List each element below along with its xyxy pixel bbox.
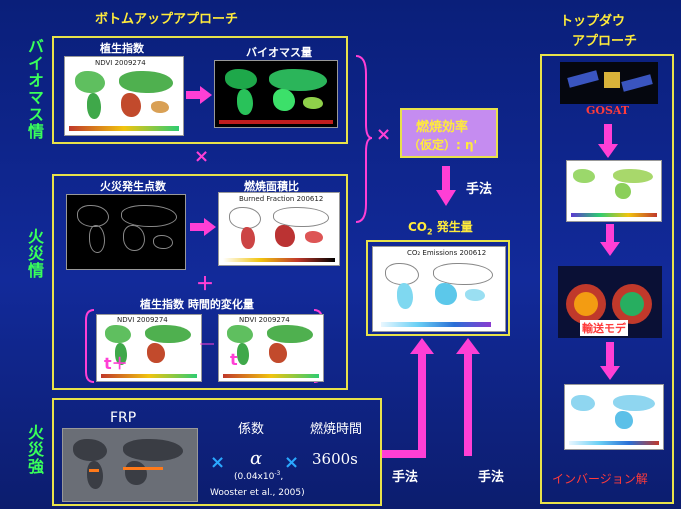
transport-down-arrow: [600, 342, 620, 380]
ndvi-map: NDVI 2009274: [64, 56, 184, 136]
burned-map: Burned Fraction 200612: [218, 192, 340, 266]
frp-map: [62, 428, 198, 502]
transport-label: 輸送モデ: [580, 320, 628, 336]
coef-value-exp: -3: [274, 470, 281, 477]
biomass-box: [52, 36, 348, 144]
inversion-label: インバージョン解: [552, 472, 648, 486]
gosat-image: [560, 62, 658, 104]
fire-intensity-side-label: 火災強: [25, 424, 44, 475]
biomass-label: バイオマス量: [246, 46, 312, 59]
co2-label-suffix: 発生量: [432, 220, 473, 234]
efficiency-box: 燃焼効率 （仮定）: η': [400, 108, 498, 158]
co2-label: CO2 発生量: [408, 218, 473, 236]
burned-arrow: [190, 218, 216, 236]
biomass-arrow: [186, 86, 212, 104]
method-up-arrows: [382, 338, 480, 458]
method-label-frp: 手法: [392, 470, 419, 485]
ndvi-t-caption: NDVI 2009274: [239, 316, 290, 324]
globe-icons: [566, 284, 652, 324]
right-brace: [355, 55, 373, 223]
gosat-down-arrow: [598, 124, 618, 158]
top-down-title-2: アプローチ: [572, 34, 638, 49]
method-label-topdown: 手法: [478, 470, 505, 485]
efficiency-line2: （仮定）: η': [408, 138, 478, 152]
burned-map-caption: Burned Fraction 200612: [239, 195, 324, 203]
satellite-icon: [560, 62, 658, 104]
co2-map-caption: CO₂ Emissions 200612: [407, 249, 487, 257]
top-down-box: [540, 54, 674, 504]
ndvi-map-t-plus: NDVI 2009274: [96, 314, 202, 382]
time-label: 燃焼時間: [310, 422, 363, 437]
coef-value-suffix: ,: [280, 472, 284, 482]
ndvi-map-caption: NDVI 2009274: [95, 59, 146, 67]
ndvi-label: 植生指数: [100, 42, 144, 55]
method-label-top: 手法: [466, 182, 493, 197]
ndvi-map-t: NDVI 2009274: [218, 314, 324, 382]
t-label: t: [230, 350, 238, 369]
co2-map: CO₂ Emissions 200612: [372, 246, 506, 332]
time-value: 3600s: [312, 450, 358, 468]
times-biomass-fire: ×: [194, 146, 210, 167]
minus-operator: ―: [200, 336, 214, 352]
coef-label: 係数: [238, 422, 265, 437]
inversion-map: [564, 384, 664, 450]
plus-operator: ＋: [196, 274, 214, 295]
fire-box: [52, 174, 348, 390]
veg-change-label: 植生指数 時間的変化量: [140, 298, 254, 311]
efficiency-line1: 燃焼効率: [416, 120, 469, 135]
obs-map: [566, 160, 662, 222]
coef-value-base: (0.04x10: [234, 472, 275, 482]
co2-label-sub: 2: [427, 227, 433, 237]
times-coef: ×: [210, 452, 226, 473]
t-plus-label: t＋: [104, 354, 128, 373]
hotspot-map: [66, 194, 186, 270]
fire-side-label: 火災情: [25, 228, 44, 279]
frp-label: FRP: [110, 410, 137, 426]
gosat-label: GOSAT: [586, 104, 630, 117]
hotspot-label: 火災発生点数: [100, 180, 166, 193]
frp-box: [52, 398, 382, 506]
transport-model-image: [558, 266, 662, 338]
obs-down-arrow: [600, 224, 620, 256]
co2-box: [366, 240, 510, 336]
times-efficiency: ×: [376, 124, 392, 145]
efficiency-down-arrow: [436, 166, 456, 206]
coef-value: (0.04x10-3,: [234, 470, 283, 482]
ndvi-t-plus-caption: NDVI 2009274: [117, 316, 168, 324]
biomass-map: [214, 60, 338, 128]
biomass-side-label: バイオマス情: [25, 38, 44, 140]
burned-label: 燃焼面積比: [244, 180, 299, 193]
times-time: ×: [284, 452, 300, 473]
bottom-up-title: ボトムアップアプローチ: [95, 12, 239, 27]
citation: Wooster et al., 2005): [210, 488, 305, 498]
alpha-symbol: α: [250, 448, 263, 469]
co2-label-prefix: CO: [408, 220, 428, 234]
top-down-title-1: トップダウ: [560, 14, 626, 29]
